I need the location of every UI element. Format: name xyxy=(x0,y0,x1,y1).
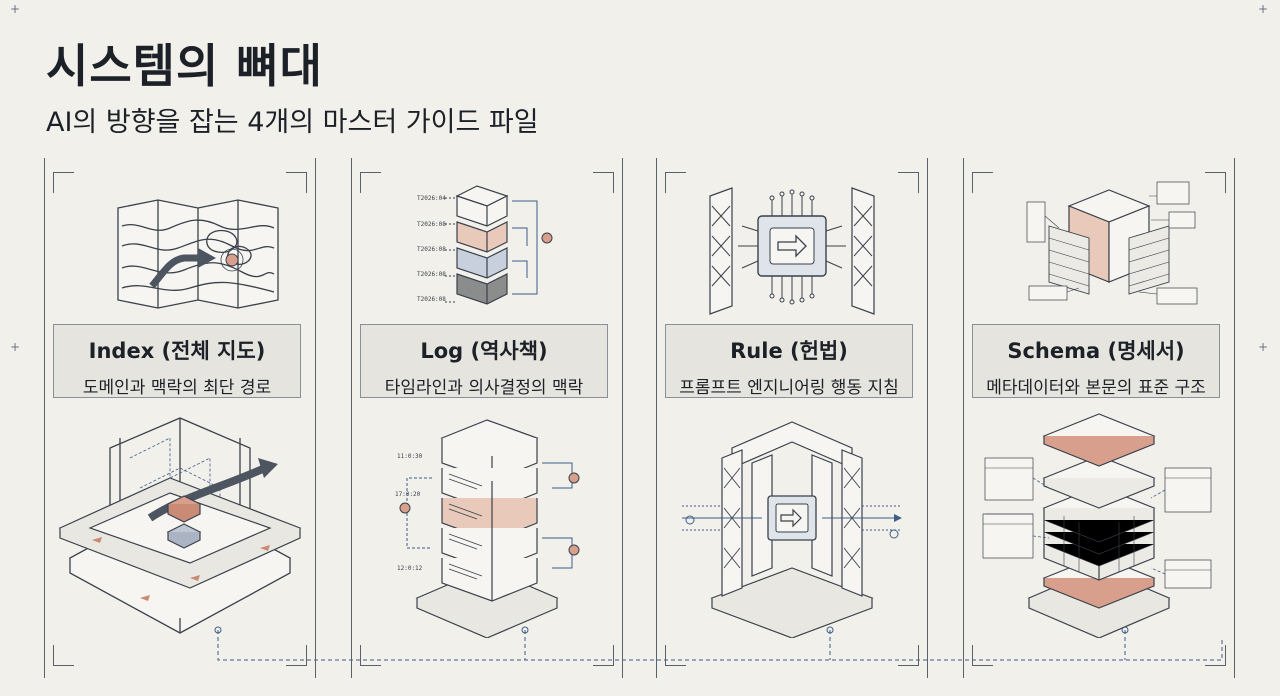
page-subtitle: AI의 방향을 잡는 4개의 마스터 가이드 파일 xyxy=(46,107,539,138)
rule-label-box: Rule (헌법) 프롬프트 엔지니어링 행동 지침 xyxy=(665,324,913,398)
card-desc: 타임라인과 의사결정의 맥락 xyxy=(384,378,584,398)
card-name: Log (역사책) xyxy=(420,339,548,363)
timestamp: T2026:08 xyxy=(417,246,446,253)
timestamp: T2026:08 xyxy=(417,271,446,278)
schema-label-box: Schema (명세서) 메타데이터와 본문의 표준 구조 xyxy=(972,324,1220,398)
card-log[interactable]: T2026:04 T2026:08 T2026:08 T2026:08 T202… xyxy=(351,158,623,678)
chip-icon xyxy=(709,187,875,315)
log-label-box: Log (역사책) 타임라인과 의사결정의 맥락 xyxy=(360,324,608,398)
card-rule[interactable]: Rule (헌법) 프롬프트 엔지니어링 행동 지침 xyxy=(656,158,928,678)
big-timestamp: 12:0:12 xyxy=(397,565,423,572)
card-desc: 메타데이터와 본문의 표준 구조 xyxy=(986,378,1206,398)
big-timestamp: 11:0:30 xyxy=(397,453,423,460)
timestamp: T2026:04 xyxy=(417,195,446,202)
card-desc: 도메인과 맥락의 최단 경로 xyxy=(82,378,272,398)
schema-cube-icon xyxy=(1026,181,1198,305)
timestamp: T2026:08 xyxy=(417,221,446,228)
card-desc: 프롬프트 엔지니어링 행동 지침 xyxy=(679,378,899,398)
card-name: Schema (명세서) xyxy=(1007,339,1185,363)
map-icon xyxy=(117,199,279,309)
corner-mark: + xyxy=(10,2,21,16)
corner-mark: + xyxy=(1258,340,1269,354)
card-name: Rule (헌법) xyxy=(730,339,848,363)
log-server-stack-illustration: 11:0:30 17:0:20 12:0:12 xyxy=(395,419,580,638)
rule-gate-illustration xyxy=(682,421,902,638)
index-isometric-illustration xyxy=(58,417,302,634)
schema-layer-illustration xyxy=(982,413,1212,638)
page-title: 시스템의 뼈대 xyxy=(46,39,323,93)
log-stack-icon: T2026:04 T2026:08 T2026:08 T2026:08 T202… xyxy=(417,185,553,305)
big-timestamp: 17:0:20 xyxy=(395,491,421,498)
card-index[interactable]: Index (전체 지도) 도메인과 맥락의 최단 경로 xyxy=(44,158,316,678)
corner-mark: + xyxy=(1258,2,1269,16)
card-schema[interactable]: Schema (명세서) 메타데이터와 본문의 표준 구조 xyxy=(963,158,1235,678)
corner-mark: + xyxy=(10,340,21,354)
index-label-box: Index (전체 지도) 도메인과 맥락의 최단 경로 xyxy=(53,324,301,398)
timestamp: T2026:08 xyxy=(417,296,446,303)
card-name: Index (전체 지도) xyxy=(88,339,266,363)
